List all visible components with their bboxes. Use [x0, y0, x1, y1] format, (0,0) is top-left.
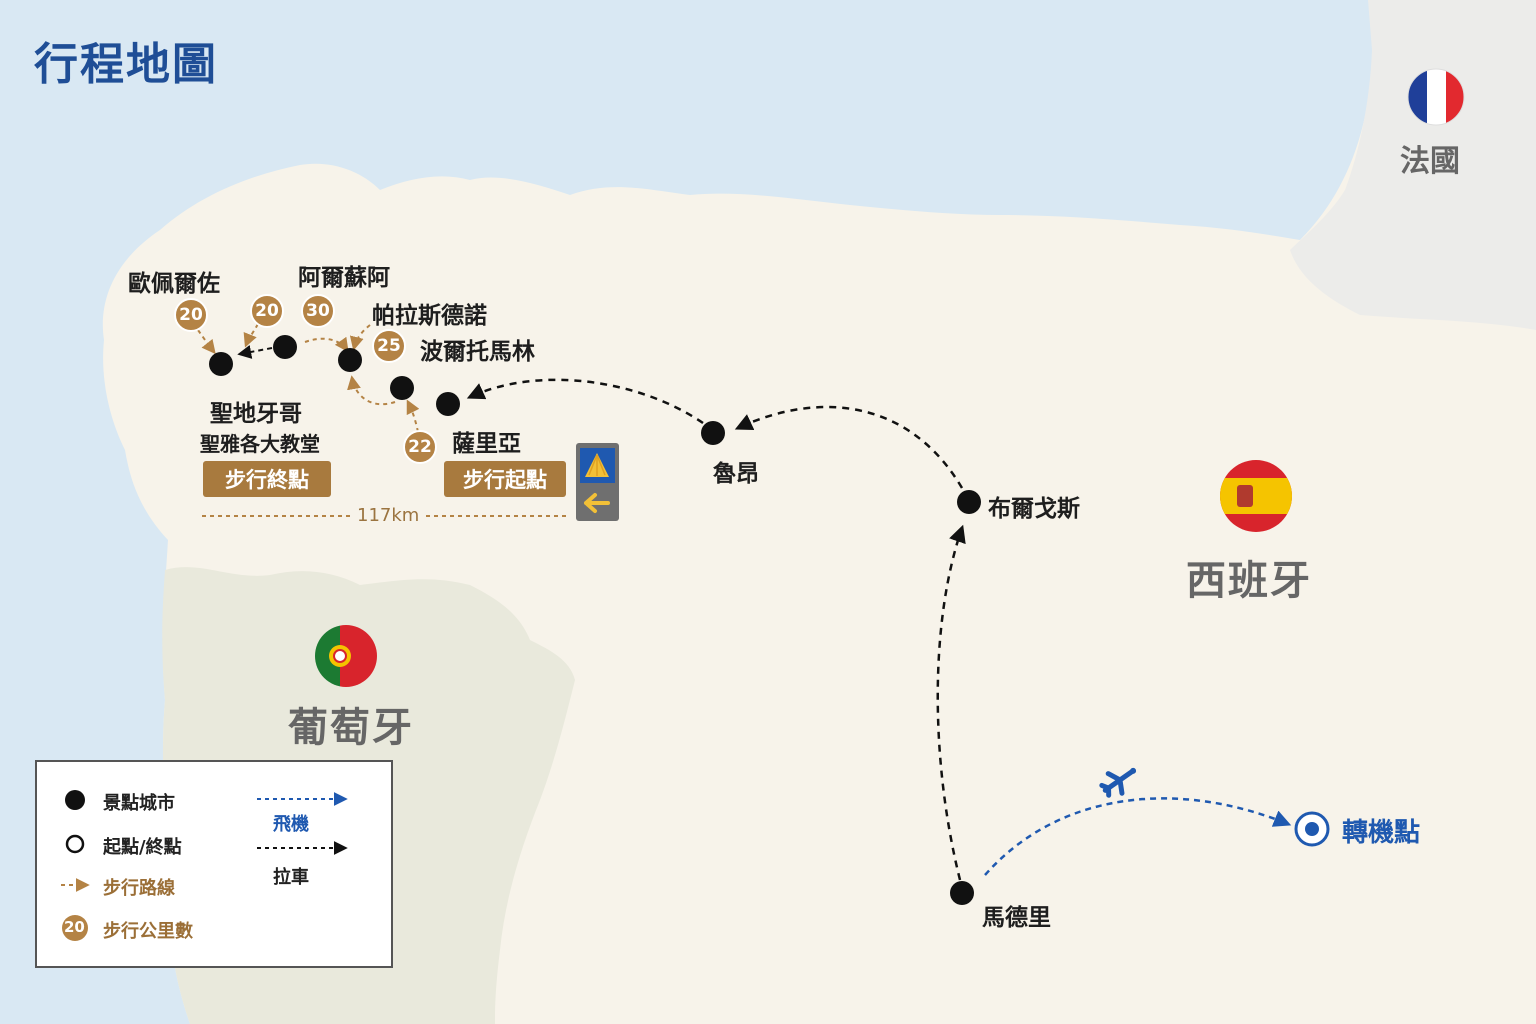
walk-km-badge: 22	[403, 430, 437, 464]
city-label-arzua: 阿爾蘇阿	[298, 265, 390, 291]
city-dot-sarria	[436, 392, 460, 416]
country-label-portugal: 葡萄牙	[288, 705, 414, 751]
city-sublabel-santiago: 聖雅各大教堂	[200, 432, 320, 456]
walk-km-badge: 20	[174, 298, 208, 332]
city-label-portomarin: 波爾托馬林	[420, 339, 535, 365]
page-title: 行程地圖	[34, 39, 218, 90]
map-legend: 景點城市 起點/終點 步行路線 20 步行公里數 飛機 拉車	[35, 760, 393, 968]
route-car-arzua-santiago	[237, 345, 273, 359]
spain-flag-icon	[1220, 460, 1292, 532]
legend-plane-label: 飛機	[273, 814, 309, 835]
route-car-burgos-leon	[734, 405, 964, 489]
city-label-palas: 帕拉斯德諾	[372, 303, 487, 329]
route-walk-20-santiago	[197, 329, 216, 355]
country-label-spain: 西班牙	[1186, 558, 1312, 604]
walk-start-tag: 步行起點	[444, 461, 566, 497]
route-walk-arzua-santiago	[243, 323, 259, 348]
city-label-madrid: 馬德里	[982, 905, 1051, 931]
legend-city-dot-icon	[65, 790, 85, 810]
walk-km-badge: 30	[301, 294, 335, 328]
walk-end-tag: 步行終點	[203, 461, 331, 497]
legend-startend-dot-icon	[65, 834, 85, 854]
city-dot-madrid	[950, 881, 974, 905]
city-label-santiago: 聖地牙哥	[210, 401, 302, 427]
legend-km-badge-icon	[62, 915, 88, 941]
france-flag-icon	[1408, 69, 1464, 125]
city-label-leon: 魯昂	[713, 461, 759, 487]
country-label-france: 法國	[1400, 144, 1460, 179]
city-dot-arzua	[273, 335, 297, 359]
route-walk-portomarin-palas	[347, 375, 396, 406]
city-dot-santiago	[209, 352, 233, 376]
legend-car-label: 拉車	[273, 867, 309, 888]
legend-km-sample: 20	[64, 918, 85, 936]
city-dot-portomarin	[390, 376, 414, 400]
legend-graphics	[61, 790, 348, 941]
route-walk-sarria-portomarin	[406, 399, 420, 433]
route-car-leon-sarria	[466, 378, 704, 425]
city-label-sarria: 薩里亞	[452, 431, 521, 457]
city-label-oporto: 歐佩爾佐	[128, 271, 220, 297]
arrow-left-icon	[584, 493, 610, 513]
route-car-madrid-burgos	[936, 524, 966, 881]
walk-km-badge: 20	[250, 294, 284, 328]
airplane-icon	[1099, 767, 1137, 798]
city-dot-palas	[338, 348, 362, 372]
city-dot-burgos	[957, 490, 981, 514]
walk-km-badge: 25	[372, 329, 406, 363]
walk-distance-label: 117km	[351, 505, 426, 526]
legend-startend-label: 起點/終點	[103, 837, 182, 858]
france-land	[1290, 0, 1536, 330]
city-label-burgos: 布爾戈斯	[988, 496, 1080, 522]
transfer-target-icon	[1294, 811, 1330, 847]
city-label-transfer: 轉機點	[1342, 818, 1421, 848]
city-dot-leon	[701, 421, 725, 445]
legend-km-label: 步行公里數	[103, 921, 193, 942]
legend-city-label: 景點城市	[103, 793, 175, 814]
route-walk-25-palas	[349, 324, 371, 351]
legend-walk-label: 步行路線	[103, 878, 175, 899]
camino-sign-icon	[576, 443, 619, 521]
scallop-shell-icon	[585, 453, 609, 477]
route-walk-palas-arzua	[304, 336, 349, 353]
